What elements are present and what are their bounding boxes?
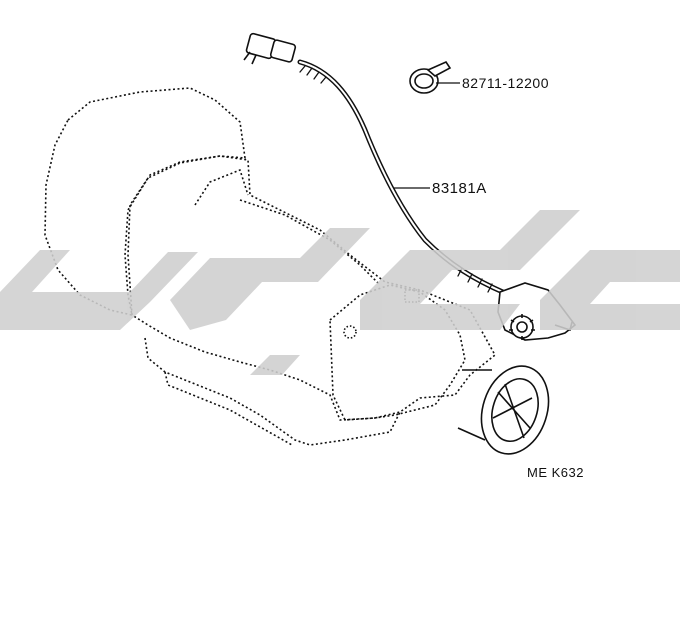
cable-clamp [409, 60, 452, 94]
electrical-connector [243, 32, 297, 65]
sensor-gear-hub [516, 321, 528, 333]
watermark-mark-3 [360, 210, 580, 330]
clamp-tab [426, 60, 452, 77]
flange-neck [457, 369, 492, 441]
output-flange-outer [480, 365, 550, 455]
watermark-logo [0, 210, 680, 375]
connector-housing [269, 39, 297, 63]
watermark-mark-4 [540, 250, 680, 330]
oil-pan [144, 337, 401, 446]
figure-reference-code: ME K632 [527, 465, 584, 480]
cable-part-number-label: 83181A [432, 180, 487, 197]
extension-housing [329, 284, 466, 421]
connector-wires [243, 51, 257, 65]
bell-housing-outline [44, 87, 246, 316]
watermark-mark-2 [170, 228, 370, 330]
clamp-part-number-label: 82711-12200 [462, 75, 549, 91]
output-flange-inner [491, 378, 539, 442]
bolt-boss [343, 325, 357, 339]
leader-lines [394, 82, 460, 189]
sensor-gear-teeth [509, 314, 535, 340]
watermark-mark-1 [0, 250, 198, 330]
case-contour [194, 169, 381, 286]
cable-ribbing-top [299, 65, 327, 84]
flange-ribs [492, 383, 533, 439]
clamp-ring-inner [414, 73, 434, 89]
cable-ribbing-bottom [457, 267, 493, 293]
watermark-mark-5 [250, 355, 300, 375]
